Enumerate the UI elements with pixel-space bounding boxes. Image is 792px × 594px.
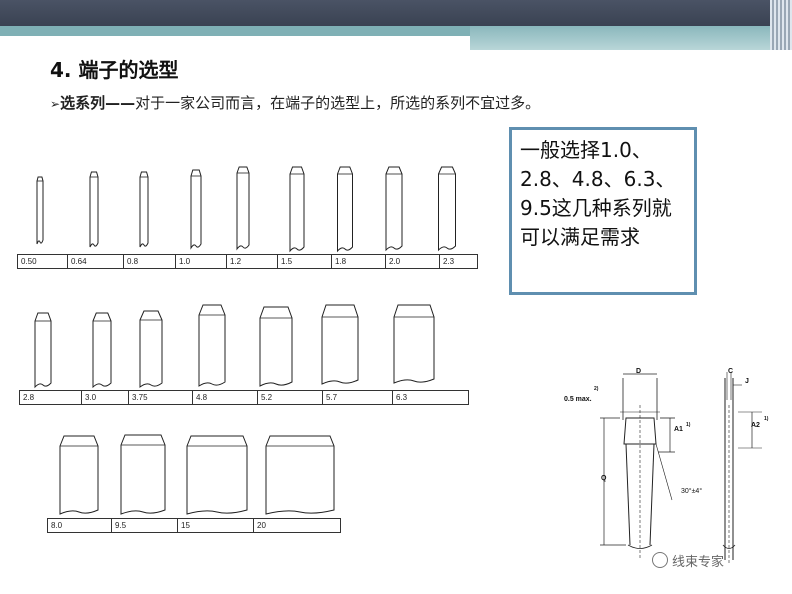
terminal-blade [393, 304, 435, 384]
terminal-blade [259, 306, 293, 387]
dim-label: 1) [686, 422, 691, 428]
size-cell: 20 [253, 518, 341, 533]
terminal-blade [438, 166, 456, 252]
terminal-blade [92, 312, 112, 389]
size-table-row-1: 0.50 0.64 0.8 1.0 1.2 1.5 1.8 2.0 2.3 [17, 254, 478, 269]
terminal-blade [89, 171, 99, 248]
size-cell: 8.0 [47, 518, 112, 533]
size-cell: 1.8 [331, 254, 386, 269]
slide-header-strip [0, 26, 792, 36]
wechat-logo-icon [652, 552, 668, 568]
slide-bullet: ➢选系列——对于一家公司而言，在端子的选型上，所选的系列不宜过多。 [50, 92, 540, 113]
size-cell: 2.3 [439, 254, 478, 269]
slide-header-bar [0, 0, 792, 26]
size-table-row-2: 2.8 3.0 3.75 4.8 5.2 5.7 6.3 [19, 390, 469, 405]
size-cell: 1.2 [226, 254, 278, 269]
size-cell: 2.0 [385, 254, 440, 269]
dim-label: J [745, 378, 749, 385]
size-cell: 2.8 [19, 390, 82, 405]
terminal-blade [265, 435, 335, 515]
size-cell: 0.8 [123, 254, 176, 269]
size-cell: 6.3 [392, 390, 469, 405]
dim-label: C [728, 368, 734, 375]
size-cell: 3.0 [81, 390, 129, 405]
break-line [722, 544, 736, 549]
terminal-blade [186, 435, 248, 515]
size-cell: 4.8 [192, 390, 258, 405]
terminal-blade [236, 166, 250, 251]
terminal-blade [36, 176, 44, 245]
slide-title: 4. 端子的选型 [50, 58, 179, 82]
dimension-line [655, 443, 673, 501]
size-cell: 9.5 [111, 518, 178, 533]
size-table-row-3: 8.0 9.5 15 20 [47, 518, 341, 533]
break-line [627, 544, 653, 549]
terminal-blade [321, 304, 359, 385]
slide-header-accent [470, 26, 792, 50]
size-cell: 15 [177, 518, 254, 533]
size-cell: 5.2 [257, 390, 323, 405]
dim-label: 0.5 max. [564, 396, 592, 403]
terminal-blade [139, 310, 163, 389]
bullet-label: 选系列—— [60, 94, 136, 112]
size-cell: 0.50 [17, 254, 68, 269]
size-cell: 3.75 [128, 390, 193, 405]
dim-label: A1 [674, 426, 683, 433]
terminal-blade [289, 166, 305, 253]
dim-label: D [636, 368, 642, 375]
watermark: 线束专家 [672, 555, 725, 570]
terminal-blade [198, 304, 226, 387]
dim-label: Q [601, 475, 607, 482]
size-cell: 0.64 [67, 254, 124, 269]
terminal-blade [337, 166, 353, 253]
terminal-blade [34, 312, 52, 389]
dim-label: 30°±4° [681, 488, 703, 495]
size-cell: 1.5 [277, 254, 332, 269]
terminal-blade [59, 435, 99, 515]
size-cell: 1.0 [175, 254, 227, 269]
terminal-blade [190, 169, 202, 250]
terminal-blade [120, 434, 166, 515]
dimension-line [625, 443, 631, 546]
terminal-blade [139, 171, 149, 248]
size-cell: 5.7 [322, 390, 393, 405]
dimension-line [649, 443, 655, 546]
dim-label: 2) [594, 386, 599, 392]
slide-header-pattern [770, 0, 792, 50]
note-box: 一般选择1.0、2.8、4.8、6.3、9.5这几种系列就可以满足需求 [509, 127, 697, 295]
bullet-arrow-icon: ➢ [50, 97, 61, 111]
dim-label: A2 [751, 422, 760, 429]
terminal-blade [385, 166, 403, 252]
dim-label: 1) [764, 416, 769, 422]
bullet-text: 对于一家公司而言，在端子的选型上，所选的系列不宜过多。 [135, 94, 541, 112]
